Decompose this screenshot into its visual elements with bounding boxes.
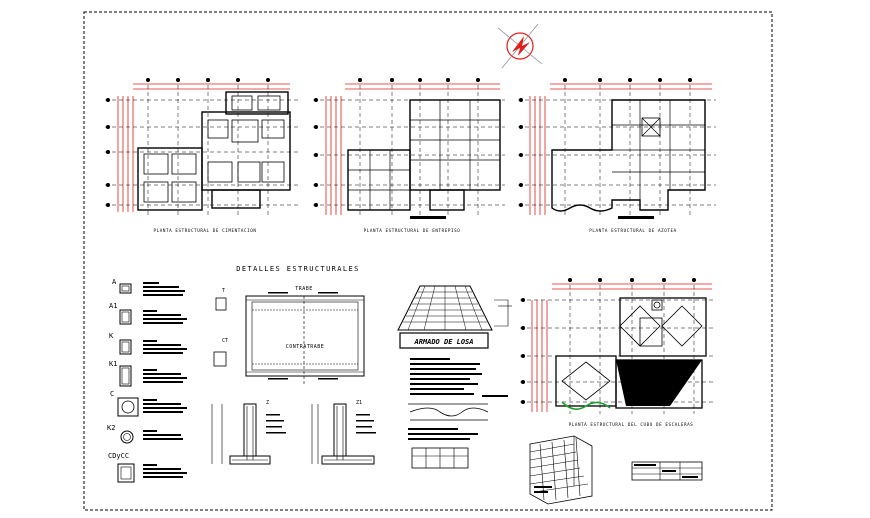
- trabe-detail: T CT TRABE CONTRATRABE: [213, 286, 365, 386]
- footing-z1-detail: Z1: [311, 400, 376, 465]
- plan-title-cubo-escaleras: PLANTA ESTRUCTURAL DEL CUBO DE ESCALERAS: [569, 422, 694, 427]
- losa-title: ARMADO DE LOSA: [413, 338, 473, 346]
- column-label-k: K: [109, 332, 114, 340]
- footing-z-detail: Z: [211, 400, 286, 465]
- plan-cimentacion: PLANTA ESTRUCTURAL DE CIMENTACION: [105, 78, 300, 233]
- ct-label: CT: [222, 338, 228, 344]
- column-sections: A A1 K K1 C K2 CDyCC: [107, 278, 187, 483]
- z1-label: Z1: [356, 400, 362, 406]
- column-label-a1: A1: [109, 302, 117, 310]
- plan-title-azotea: PLANTA ESTRUCTURAL DE AZOTEA: [589, 228, 676, 233]
- contratrabe-label: CONTRATRABE: [286, 344, 325, 350]
- plan-title-cimentacion: PLANTA ESTRUCTURAL DE CIMENTACION: [154, 228, 257, 233]
- column-label-cdycc: CDyCC: [108, 452, 129, 460]
- north-arrow-icon: [497, 23, 543, 69]
- column-label-c: C: [110, 390, 114, 398]
- sheet-border: [83, 11, 773, 511]
- title-block-table: [631, 461, 703, 481]
- plan-title-entrepiso: PLANTA ESTRUCTURAL DE ENTREPISO: [364, 228, 461, 233]
- t-label: T: [222, 288, 225, 294]
- stair-section-detail: [408, 403, 489, 469]
- plan-cubo-escaleras: PLANTA ESTRUCTURAL DEL CUBO DE ESCALERAS: [520, 278, 716, 427]
- column-label-k2: K2: [107, 424, 115, 432]
- plan-entrepiso: PLANTA ESTRUCTURAL DE ENTREPISO: [313, 78, 505, 233]
- column-label-k1: K1: [109, 360, 117, 368]
- plan-azotea: PLANTA ESTRUCTURAL DE AZOTEA: [518, 78, 716, 233]
- z-label: Z: [266, 400, 269, 406]
- block-wall-detail: [529, 435, 593, 505]
- column-label-a: A: [112, 278, 117, 286]
- trabe-label: TRABE: [295, 286, 313, 292]
- details-title: DETALLES ESTRUCTURALES: [236, 265, 360, 273]
- armado-losa-detail: ARMADO DE LOSA: [397, 285, 512, 397]
